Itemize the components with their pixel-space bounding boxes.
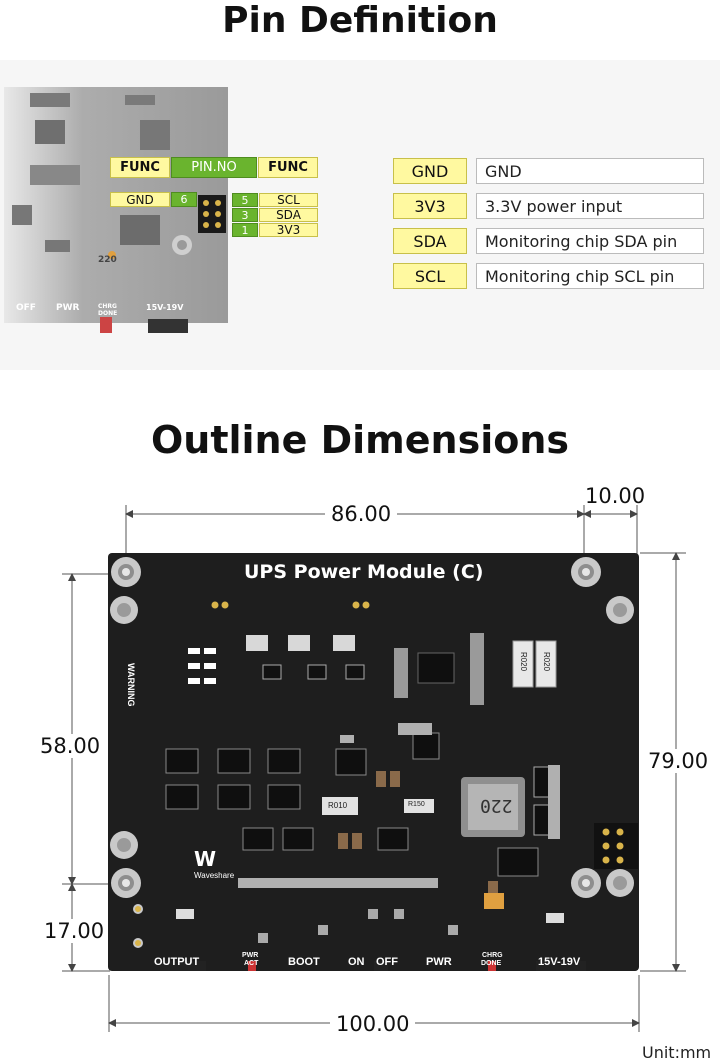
board-resistor-1: R020 [519, 651, 529, 672]
board-warning-label: WARNING [126, 663, 136, 707]
pin-row-3v3-func: 3V3 [259, 223, 318, 237]
board-name: UPS Power Module (C) [244, 561, 484, 583]
definition-pin-scl: SCL [393, 263, 467, 289]
definition-desc-sda: Monitoring chip SDA pin [476, 228, 704, 254]
dim-right-height: 79.00 [648, 749, 709, 773]
pin-header-right-func: FUNC [258, 157, 318, 178]
pin-board-vin-label: 15V-19V [146, 303, 184, 312]
definition-pin-3v3: 3V3 [393, 193, 467, 219]
board-resistor-3: R010 [328, 801, 348, 810]
pin-board-chrg-label: CHRG [98, 303, 117, 310]
pin-header-pin-no: PIN.NO [171, 157, 257, 178]
dim-top-width: 86.00 [325, 502, 398, 526]
board-vin-label: 15V-19V [538, 956, 581, 968]
board-resistor-2: R020 [542, 651, 552, 672]
board-pwr-act-label-1: PWR [242, 952, 259, 959]
pin-board-inductor-label: 220 [98, 255, 117, 265]
unit-label: Unit:mm [642, 1043, 712, 1062]
board-done-label: DONE [481, 960, 502, 967]
pin-row-gnd-func: GND [110, 192, 170, 207]
pin-row-1-number: 1 [232, 223, 258, 237]
pin-board-done-label: DONE [98, 310, 118, 317]
board-chrg-label: CHRG [482, 952, 503, 959]
pin-row-sda-func: SDA [259, 208, 318, 222]
board-resistor-4: R150 [408, 801, 425, 808]
definition-pin-gnd: GND [393, 158, 467, 184]
board-pwr-act-label-2: ACT [244, 960, 259, 967]
board-output-label: OUTPUT [154, 956, 200, 968]
dim-left-lower: 17.00 [44, 919, 105, 943]
dim-bottom-width: 100.00 [330, 1012, 416, 1036]
definition-desc-scl: Monitoring chip SCL pin [476, 263, 704, 289]
pin-header-left-func: FUNC [110, 157, 170, 178]
waveshare-logo-icon: W [194, 847, 217, 871]
pin-row-5-number: 5 [232, 193, 258, 207]
outline-dimensions-title: Outline Dimensions [150, 418, 570, 462]
definition-desc-3v3: 3.3V power input [476, 193, 704, 219]
dim-left-upper: 58.00 [40, 734, 101, 758]
pin-row-6-number: 6 [171, 192, 197, 207]
definition-pin-sda: SDA [393, 228, 467, 254]
dim-top-right-offset: 10.00 [585, 484, 646, 508]
pin-board-pwr-label: PWR [56, 303, 80, 313]
board-brand-label: Waveshare [194, 871, 235, 880]
board-inductor-label: 220 [480, 795, 513, 816]
board-boot-label: BOOT [288, 956, 320, 968]
definition-desc-gnd: GND [476, 158, 704, 184]
ups-board: UPS Power Module (C) WARNING W Waveshare… [108, 553, 639, 971]
board-off-label: OFF [376, 956, 398, 968]
pin-board-off-label: OFF [16, 303, 36, 313]
pin-row-3-number: 3 [232, 208, 258, 222]
pin-row-scl-func: SCL [259, 193, 318, 207]
board-pwr-label: PWR [426, 956, 452, 968]
pin-definition-title: Pin Definition [222, 0, 498, 41]
board-on-label: ON [348, 956, 365, 968]
